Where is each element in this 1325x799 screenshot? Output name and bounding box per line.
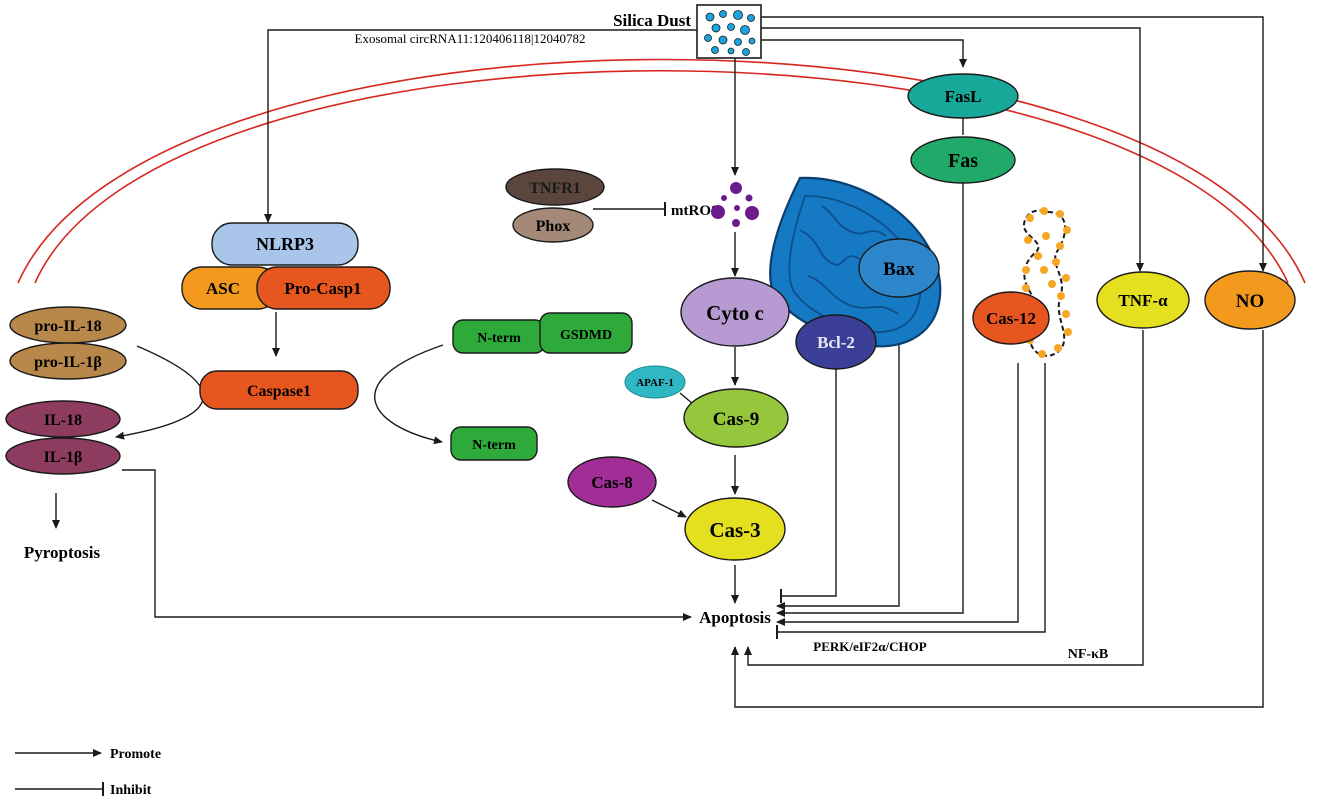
cas3-node: Cas-3 xyxy=(684,497,786,561)
n-term-label: N-term xyxy=(477,331,521,346)
il18-label: IL-18 xyxy=(44,412,82,429)
n-term-node: N-term xyxy=(452,319,546,354)
legend: Promote Inhibit xyxy=(15,747,161,798)
n-term-cleaved-label: N-term xyxy=(472,438,516,453)
pro-casp1-node: Pro-Casp1 xyxy=(256,266,391,310)
pro-il18-label: pro-IL-18 xyxy=(34,318,101,335)
tnf-alpha-node: TNF-α xyxy=(1096,271,1190,329)
apaf1-node: APAF-1 xyxy=(624,365,686,399)
connectors xyxy=(52,16,1267,708)
legend-promote-label: Promote xyxy=(110,747,161,762)
fas-label: Fas xyxy=(948,150,978,172)
silica-dust-box xyxy=(696,4,762,59)
tnfr1-node: TNFR1 xyxy=(505,168,605,206)
cas8-label: Cas-8 xyxy=(591,473,633,492)
asc-label: ASC xyxy=(206,279,240,298)
bcl2-label: Bcl-2 xyxy=(817,333,855,352)
pyroptosis-label: Pyroptosis xyxy=(24,543,101,562)
cas12-label: Cas-12 xyxy=(986,309,1036,328)
no-node: NO xyxy=(1204,270,1296,330)
perk-pathway-label: PERK/eIF2α/CHOP xyxy=(813,639,926,654)
gsdmd-label: GSDMD xyxy=(560,328,612,343)
il1b-node: IL-1β xyxy=(5,437,121,475)
il1b-label: IL-1β xyxy=(44,449,83,466)
n-term-cleaved-node: N-term xyxy=(450,426,538,461)
mtros-particles xyxy=(711,182,759,227)
pro-il1b-label: pro-IL-1β xyxy=(34,354,102,371)
cyto-c-label: Cyto c xyxy=(706,301,764,325)
apaf1-label: APAF-1 xyxy=(636,377,674,389)
cas8-node: Cas-8 xyxy=(567,456,657,508)
cas3-label: Cas-3 xyxy=(709,518,760,542)
apoptosis-label: Apoptosis xyxy=(699,608,771,627)
bcl2-node: Bcl-2 xyxy=(795,314,877,370)
mtros-label: mtROS xyxy=(671,203,719,219)
fas-node: Fas xyxy=(910,136,1016,184)
cas12-node: Cas-12 xyxy=(972,291,1050,345)
legend-inhibit-label: Inhibit xyxy=(110,783,152,798)
caspase1-node: Caspase1 xyxy=(199,370,359,410)
fasl-label: FasL xyxy=(945,87,982,106)
tnfr1-label: TNFR1 xyxy=(529,180,581,197)
pro-casp1-label: Pro-Casp1 xyxy=(284,279,361,298)
silica-dust-label: Silica Dust xyxy=(613,11,691,30)
bax-node: Bax xyxy=(858,238,940,298)
pro-il18-node: pro-IL-18 xyxy=(9,306,127,344)
phox-label: Phox xyxy=(536,218,571,235)
bax-label: Bax xyxy=(883,259,915,280)
pro-il1b-node: pro-IL-1β xyxy=(9,342,127,380)
cas9-label: Cas-9 xyxy=(713,409,759,430)
fasl-node: FasL xyxy=(907,73,1019,119)
no-label: NO xyxy=(1236,291,1265,312)
tnf-alpha-label: TNF-α xyxy=(1118,291,1168,310)
caspase1-label: Caspase1 xyxy=(247,383,311,400)
cell-membrane xyxy=(17,58,1306,284)
silica-particles xyxy=(704,10,756,56)
cas9-node: Cas-9 xyxy=(683,388,789,448)
il18-node: IL-18 xyxy=(5,400,121,438)
gsdmd-node: GSDMD xyxy=(539,312,633,354)
nlrp3-node: NLRP3 xyxy=(211,222,359,266)
nfkb-pathway-label: NF-κB xyxy=(1068,647,1108,662)
nlrp3-label: NLRP3 xyxy=(256,234,314,254)
exosomal-circrna-label: Exosomal circRNA11:120406118|12040782 xyxy=(355,31,586,46)
cyto-c-node: Cyto c xyxy=(680,277,790,347)
phox-node: Phox xyxy=(512,207,594,243)
